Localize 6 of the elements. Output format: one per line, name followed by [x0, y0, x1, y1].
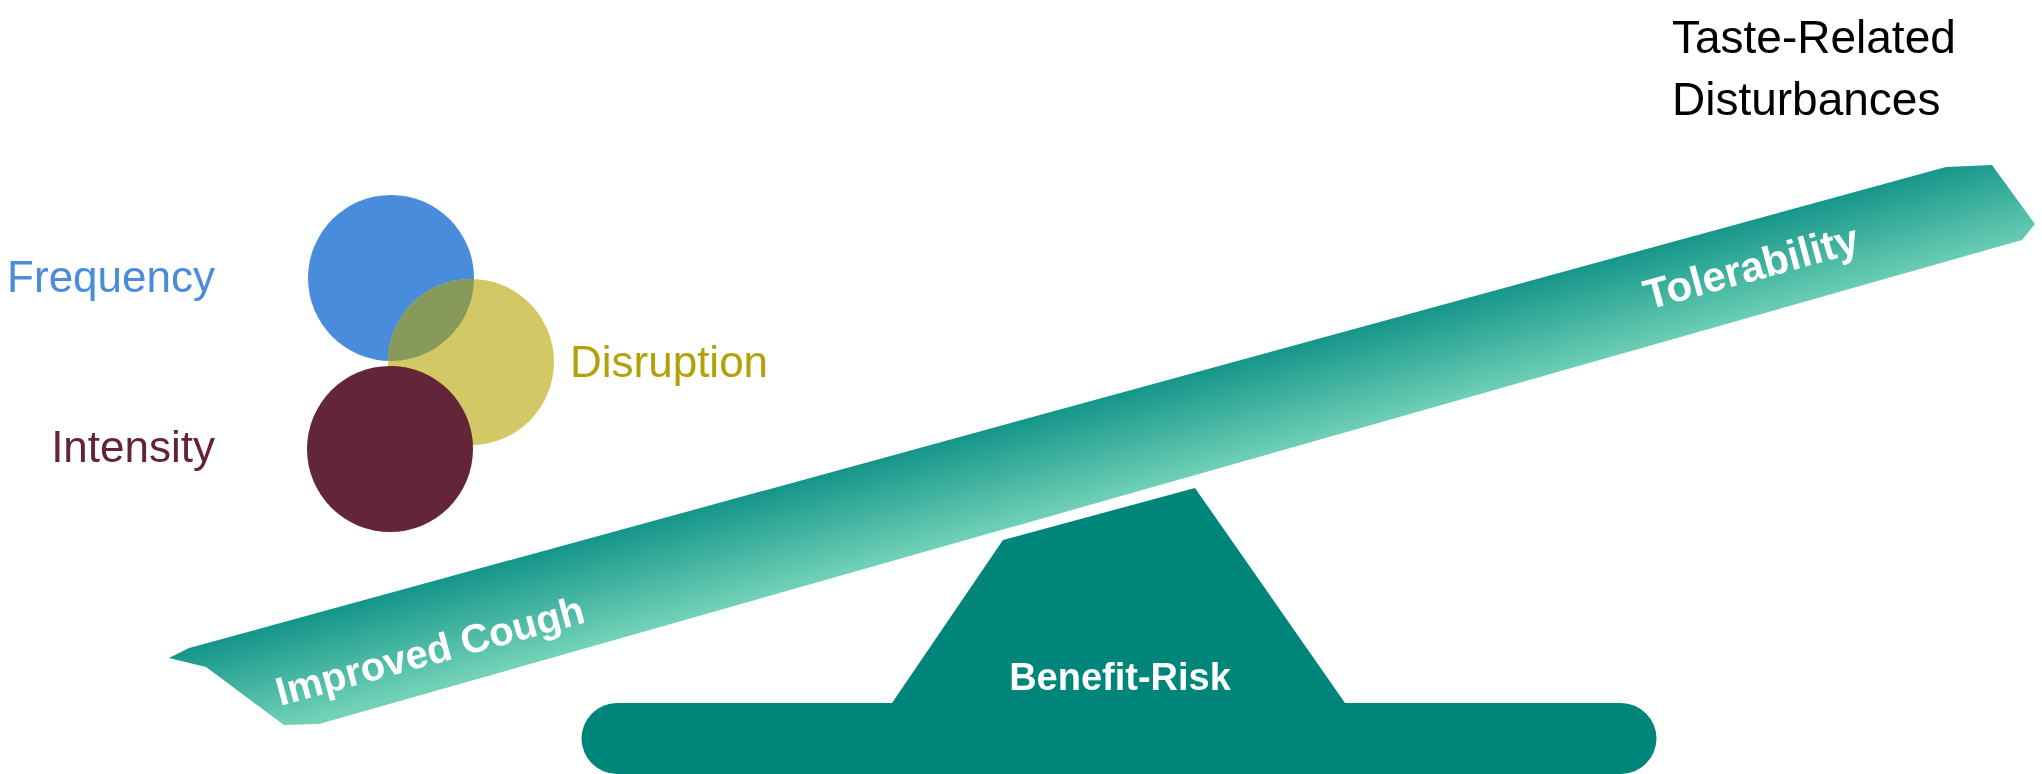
circle-label: Frequency — [6, 251, 215, 303]
fulcrum-label: Benefit-Risk — [1009, 655, 1231, 699]
circle-label: Intensity — [50, 421, 215, 473]
venn-circle — [307, 366, 473, 532]
heading-label: Taste-Related Disturbances — [1672, 10, 1957, 127]
circle-label: Disruption — [570, 336, 770, 388]
